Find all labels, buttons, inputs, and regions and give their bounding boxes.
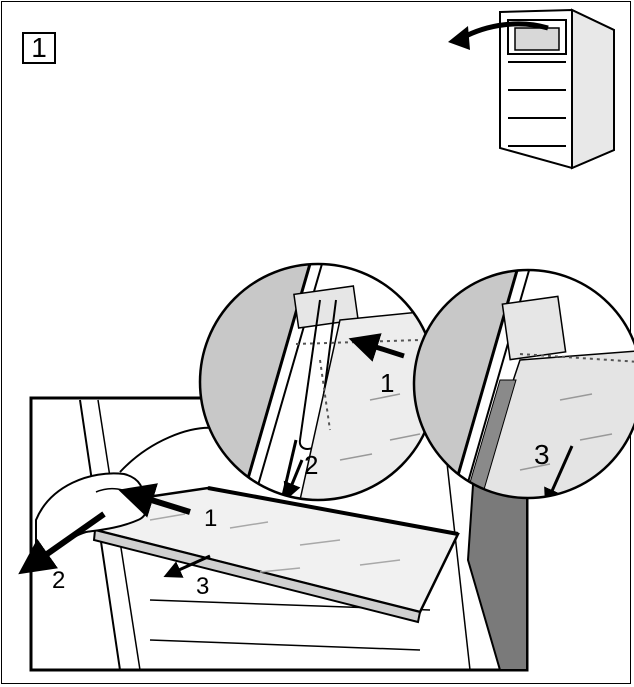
fridge-thumbnail (499, 8, 615, 170)
callout-main-3: 3 (196, 573, 209, 600)
step-number-badge: 1 (22, 32, 56, 64)
callout-main-1: 1 (204, 505, 217, 532)
callout-zoom-right-3: 3 (534, 439, 550, 470)
curved-arrow-icon (460, 21, 549, 41)
arrowhead-icon (448, 26, 470, 50)
callout-main-2: 2 (52, 567, 65, 594)
callout-zoom-left-2: 2 (304, 450, 318, 480)
main-scene (18, 396, 529, 672)
zoom-circle-right (412, 268, 634, 500)
callout-zoom-left-1: 1 (380, 368, 394, 398)
